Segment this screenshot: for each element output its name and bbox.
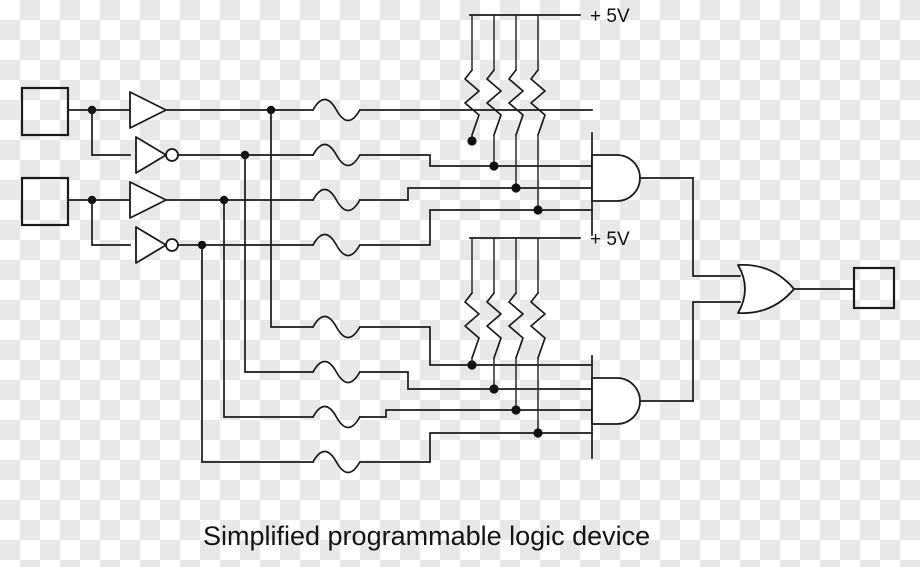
junction-dot (489, 161, 499, 171)
input-pin-b[interactable] (20, 176, 131, 246)
pullup-resistor-bottom-2 (486, 238, 502, 394)
feed-branch-row1 (266, 105, 314, 328)
or-input-wire-bottom (692, 301, 741, 402)
pullup-resistor-top-3 (508, 15, 524, 193)
feed-branch-row3 (219, 195, 314, 418)
junction-dot (489, 384, 499, 394)
junction-dot (467, 360, 477, 370)
pullup-resistor-bottom-1 (464, 238, 480, 370)
input-pin-a[interactable] (20, 86, 131, 156)
and-gate-top[interactable] (591, 132, 694, 236)
junction-dot (533, 205, 543, 215)
fuse-link-bottom-4[interactable] (312, 450, 361, 474)
feed-branch-row2 (240, 150, 314, 373)
buffer-b[interactable] (129, 181, 314, 219)
product-wire-bottom-1 (359, 326, 593, 366)
pullup-resistor-top-2 (486, 15, 502, 171)
product-wire-bottom-4 (359, 432, 593, 463)
product-wire-bottom-2 (359, 371, 593, 390)
product-wire-bottom-3 (359, 409, 593, 418)
output-pin[interactable] (852, 266, 896, 310)
fuse-link-top-2[interactable] (312, 143, 361, 167)
inverter-a[interactable] (135, 136, 314, 174)
figure-caption: Simplified programmable logic device (203, 521, 650, 551)
pullup-resistor-bottom-3 (508, 238, 524, 415)
fuse-link-bottom-2[interactable] (312, 360, 361, 384)
pullup-resistor-bottom-4 (530, 238, 546, 438)
junction-dot (533, 428, 543, 438)
fuse-link-top-1[interactable] (312, 98, 361, 122)
or-input-wire-top (692, 177, 741, 277)
fuse-link-bottom-1[interactable] (312, 315, 361, 339)
fuse-link-top-3[interactable] (312, 188, 361, 212)
and-gate-bottom[interactable] (591, 355, 694, 459)
fuse-link-top-4[interactable] (312, 233, 361, 257)
supply-label-bottom: + 5V (590, 229, 630, 250)
supply-label-top: + 5V (590, 6, 630, 27)
product-wire-top-4 (359, 209, 593, 246)
or-gate[interactable] (737, 264, 855, 314)
feed-branch-row4 (197, 240, 314, 463)
buffer-a[interactable] (129, 91, 314, 129)
junction-dot (511, 405, 521, 415)
junction-dot (467, 136, 477, 146)
pullup-resistor-top-4 (530, 15, 546, 215)
fuse-link-bottom-3[interactable] (312, 405, 361, 429)
product-wire-top-2 (359, 154, 593, 167)
junction-dot (511, 183, 521, 193)
product-wire-top-3 (359, 187, 593, 201)
pullup-resistor-top-1 (464, 15, 480, 146)
